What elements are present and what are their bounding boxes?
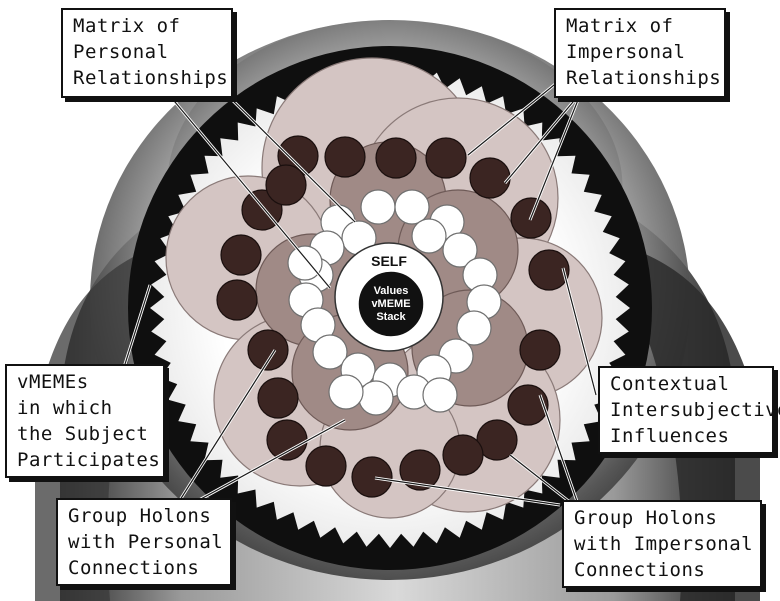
impersonal-matrix-line-2: Impersonal [566, 39, 714, 65]
vmeme-node [443, 435, 483, 475]
personal-node [412, 219, 446, 253]
personal-matrix-label: Matrix of Personal Relationships [61, 8, 233, 98]
group-impersonal-line-2: with Impersonal [574, 531, 750, 557]
vmeme-node [306, 446, 346, 486]
personal-node [423, 378, 457, 412]
core-label-line-3: Stack [376, 311, 406, 323]
impersonal-matrix-line-1: Matrix of [566, 13, 714, 39]
group-impersonal-label: Group Holons with Impersonal Connections [562, 500, 762, 588]
personal-node [361, 190, 395, 224]
vmeme-node [217, 280, 257, 320]
personal-matrix-line-3: Relationships [73, 65, 221, 91]
personal-node [395, 190, 429, 224]
core-label-line-1: Values [374, 285, 409, 297]
group-personal-label: Group Holons with Personal Connections [56, 498, 232, 586]
vmeme-node [248, 330, 288, 370]
vmeme-node [376, 138, 416, 178]
vmemes-label: vMEMEs in which the Subject Participates [5, 364, 165, 478]
group-impersonal-line-1: Group Holons [574, 505, 750, 531]
group-personal-line-1: Group Holons [68, 503, 220, 529]
vmeme-node [352, 457, 392, 497]
vmeme-node [325, 137, 365, 177]
vmemes-line-2: in which [17, 395, 153, 421]
vmeme-node [258, 378, 298, 418]
group-personal-line-3: Connections [68, 555, 220, 581]
group-impersonal-line-3: Connections [574, 557, 750, 583]
personal-matrix-line-1: Matrix of [73, 13, 221, 39]
personal-matrix-line-2: Personal [73, 39, 221, 65]
contextual-line-3: Influences [610, 423, 762, 449]
vmemes-line-1: vMEMEs [17, 369, 153, 395]
vmeme-node [426, 138, 466, 178]
personal-node [329, 375, 363, 409]
vmeme-node [266, 165, 306, 205]
contextual-line-1: Contextual [610, 371, 762, 397]
personal-node [359, 381, 393, 415]
impersonal-matrix-label: Matrix of Impersonal Relationships [554, 8, 726, 98]
contextual-line-2: Intersubjective [610, 397, 762, 423]
contextual-label: Contextual Intersubjective Influences [598, 366, 774, 454]
core-label-line-2: vMEME [371, 298, 410, 310]
personal-node [288, 246, 322, 280]
vmemes-line-3: the Subject [17, 421, 153, 447]
vmeme-node [470, 158, 510, 198]
group-personal-line-2: with Personal [68, 529, 220, 555]
self-label: SELF [371, 253, 407, 269]
vmeme-node [267, 420, 307, 460]
vmemes-line-4: Participates [17, 447, 153, 473]
vmeme-node [520, 330, 560, 370]
vmeme-node [221, 235, 261, 275]
impersonal-matrix-line-3: Relationships [566, 65, 714, 91]
